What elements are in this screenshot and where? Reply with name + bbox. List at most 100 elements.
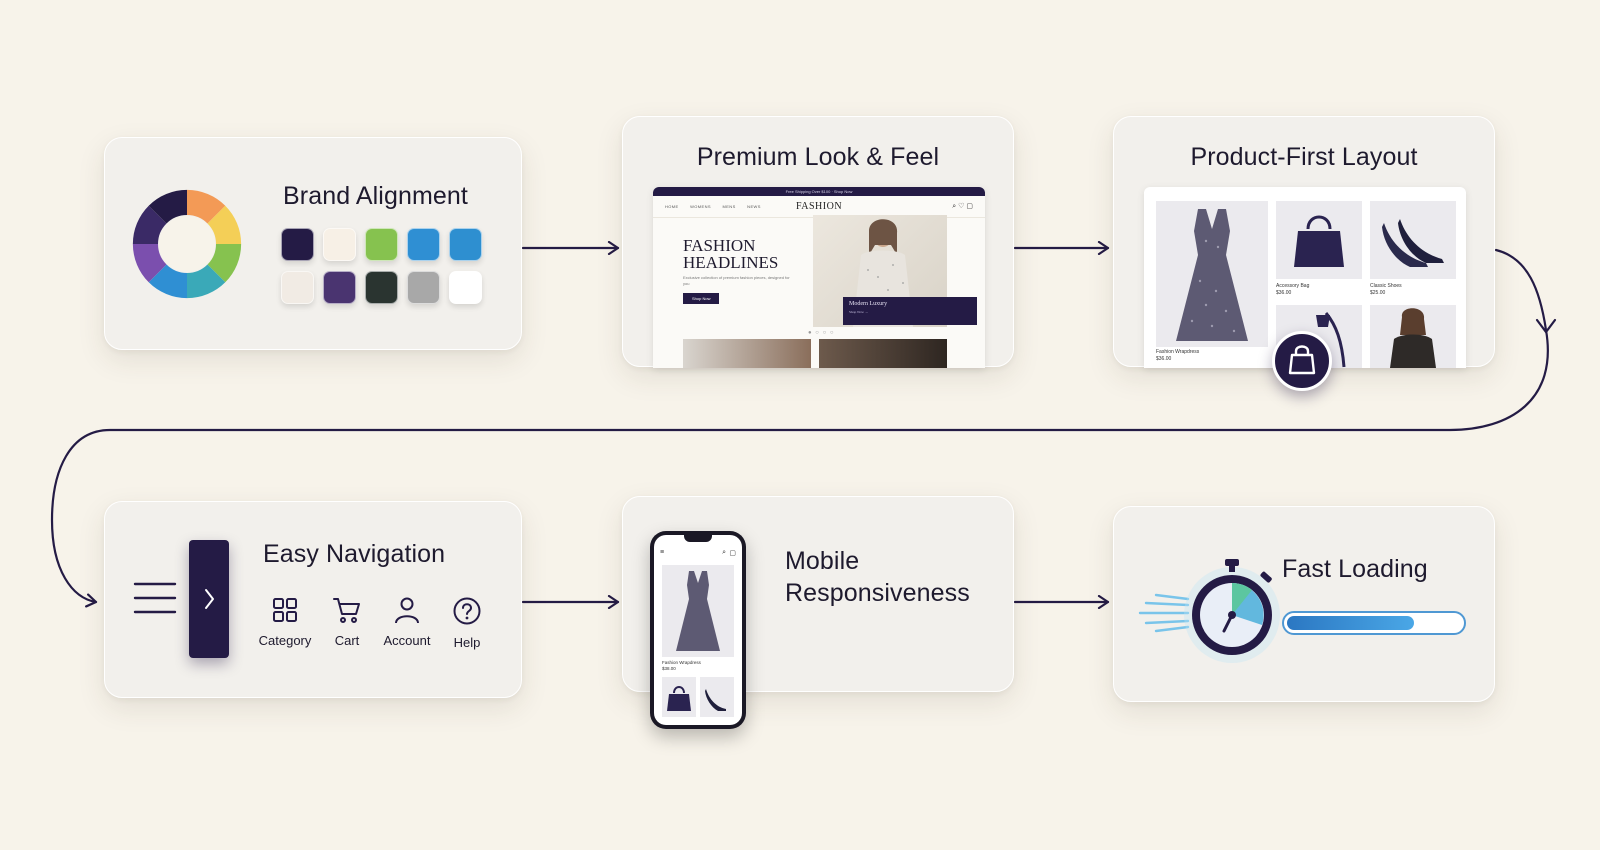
color-swatch [281,271,314,304]
loading-progress-bar [1282,611,1466,635]
nav-item-account[interactable]: Account [377,596,437,648]
color-wheel-center [158,215,216,273]
search-icon[interactable]: ⌕ [952,203,957,210]
shopping-bag-badge[interactable] [1272,331,1332,391]
phone-product-image[interactable] [662,565,734,657]
hero-button[interactable]: Shop Now [683,293,720,304]
bag-icon[interactable]: ▢ [966,203,973,210]
nav-item-label: Cart [334,633,360,648]
nav-item-category[interactable]: Category [255,596,315,648]
loading-progress-fill [1287,616,1415,630]
promo-bar: Free Shipping Over $100 · Shop Now [653,187,985,196]
grid-icon [273,598,297,622]
nav-link[interactable]: HOME [665,204,679,209]
shopping-bag-icon [1288,345,1316,375]
bag-icon[interactable]: ▢ [729,550,736,557]
color-wheel-segment [207,205,242,244]
heels-image [1316,312,1346,368]
site-nav-links: HOME WOMENS MENS NEWS [665,204,771,209]
color-wheel-segment [148,189,187,224]
phone-product-price: $38.00 [662,666,676,671]
nav-item-label: Account [383,633,431,648]
product-card-blouse[interactable] [1370,305,1456,368]
nav-item-help[interactable]: Help [437,596,497,650]
heart-icon[interactable]: ♡ [958,203,965,210]
chevron-right-icon [205,589,214,609]
shoes-image [705,689,726,711]
hero-title: FASHION HEADLINES [683,236,779,272]
side-drawer[interactable] [189,540,229,658]
phone-product-name: Fashion Wrapdress [662,660,701,665]
nav-link[interactable]: MENS [722,204,736,209]
nav-item-label: Category [258,633,312,648]
nav-item-cart[interactable]: Cart [317,596,377,648]
color-wheel-segment [187,189,226,224]
color-swatch [365,271,398,304]
color-swatch [365,228,398,261]
product-price: $36.00 [1276,290,1292,296]
shoes-image [1382,219,1444,267]
product-card-bag[interactable] [1276,201,1362,279]
hamburger-menu-icon[interactable]: ≡ [660,549,665,556]
search-icon[interactable]: ⌕ [722,549,726,556]
color-swatch [323,228,356,261]
product-price: $36.00 [1156,356,1172,362]
card-title: Fast Loading [1282,555,1428,583]
phone-notch [684,535,712,542]
handbag-image [1294,215,1344,267]
dress-image [1176,209,1248,341]
color-swatch [407,271,440,304]
carousel-dots[interactable]: ● ○ ○ ○ [808,330,835,336]
dress-image [676,571,720,651]
phone-header: ≡ ⌕ ▢ [660,549,736,559]
card-title-text: Mobile Responsiveness [785,547,970,607]
model-image [1390,308,1436,368]
card-product-first: Product-First Layout Fashion Wrapdress $… [1113,116,1495,391]
stopwatch-icon [1138,559,1280,663]
collection-tile[interactable] [819,339,947,368]
nav-item-label: Help [453,635,481,650]
product-caption: Classic Shoes $25.00 [1370,283,1402,297]
product-price: $25.00 [1370,290,1386,296]
hamburger-menu-icon[interactable] [133,580,177,616]
nav-link[interactable]: WOMENS [690,204,711,209]
product-caption: Fashion Wrapdress $36.00 [1156,349,1199,363]
color-wheel-icon [132,189,242,299]
cart-icon [333,598,360,623]
card-brand-alignment: Brand Alignment [104,137,522,350]
card-premium-look: Premium Look & Feel Free Shipping Over $… [622,116,1014,368]
color-swatch [281,228,314,261]
card-title: Brand Alignment [283,182,468,210]
color-wheel-segment [187,264,226,299]
card-title: Easy Navigation [263,540,446,568]
product-caption: Accessory Bag $36.00 [1276,283,1309,297]
phone-thumb-bag[interactable] [662,677,696,717]
product-card-dress[interactable] [1156,201,1268,347]
color-wheel-segment [207,244,242,283]
product-name: Fashion Wrapdress [1156,349,1200,355]
phone-thumb-shoes[interactable] [700,677,734,717]
color-swatch [323,271,356,304]
promo-link[interactable]: Shop Now → [849,310,869,314]
collection-tile[interactable] [683,339,811,368]
help-icon [453,597,481,625]
website-mockup: Free Shipping Over $100 · Shop Now HOME … [653,187,985,368]
color-swatch [407,228,440,261]
promo-title: Modern Luxury [849,301,888,307]
arrow-3-4 [50,248,1549,602]
hero-promo-panel[interactable]: Modern Luxury Shop Now → [843,297,977,325]
site-logo[interactable]: FASHION [795,201,843,212]
phone-screen: ≡ ⌕ ▢ Fashion Wrapdress $38.00 [654,535,742,725]
nav-link[interactable]: NEWS [747,204,761,209]
card-title: Premium Look & Feel [696,143,940,171]
card-fast-loading: Fast Loading [1113,506,1495,702]
color-palette [281,228,482,304]
arrow-3-down-tick [1535,318,1557,334]
product-card-shoes[interactable] [1370,201,1456,279]
card-easy-navigation: Easy Navigation Category Cart Account [104,501,522,698]
color-swatch [449,228,482,261]
product-name: Accessory Bag [1276,283,1310,289]
phone-mockup: ≡ ⌕ ▢ Fashion Wrapdress $38.00 [650,531,746,729]
